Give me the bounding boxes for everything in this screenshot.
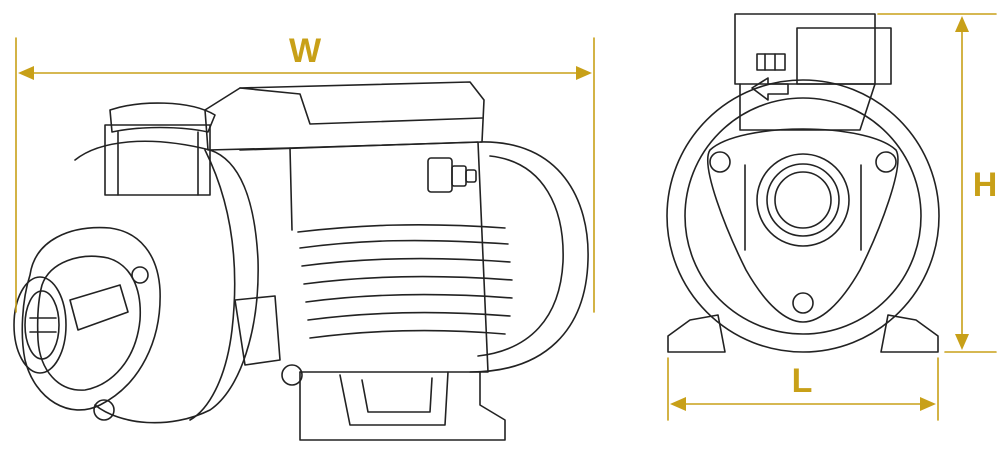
h-label: H (973, 166, 998, 204)
h-arrow-bottom (955, 334, 969, 350)
pump-front-view (666, 13, 940, 353)
dimension-h: H (877, 13, 998, 353)
h-arrow-top (955, 16, 969, 32)
w-label: W (289, 32, 322, 70)
l-arrow-left (670, 397, 686, 411)
dimension-l: L (667, 357, 939, 421)
l-arrow-right (920, 397, 936, 411)
dimension-w: W (15, 32, 595, 313)
w-arrow-left (18, 66, 34, 80)
pump-side-view (13, 81, 589, 441)
w-arrow-right (576, 66, 592, 80)
l-label: L (792, 362, 813, 400)
